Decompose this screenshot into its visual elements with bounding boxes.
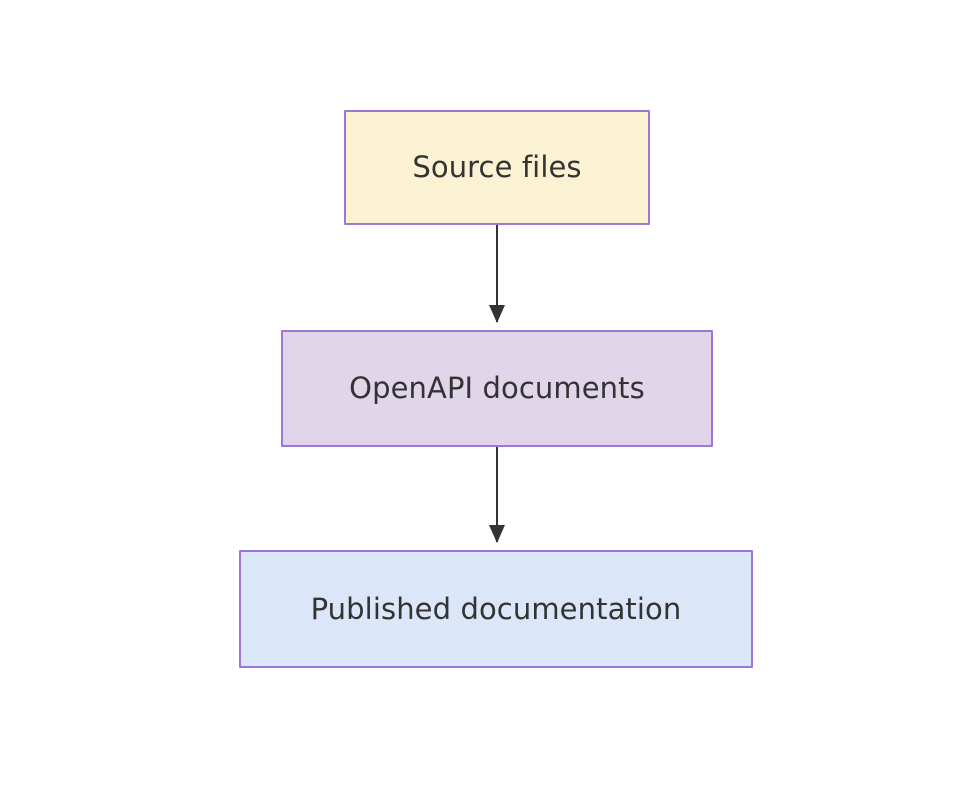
flow-node-label: Published documentation	[310, 591, 682, 626]
flow-node-published-documentation[interactable]: Published documentation	[239, 550, 753, 668]
flow-node-label: Source files	[412, 150, 582, 185]
flow-node-label: OpenAPI documents	[349, 371, 645, 406]
flow-node-source-files[interactable]: Source files	[344, 110, 650, 225]
flow-node-openapi-documents[interactable]: OpenAPI documents	[281, 330, 713, 447]
